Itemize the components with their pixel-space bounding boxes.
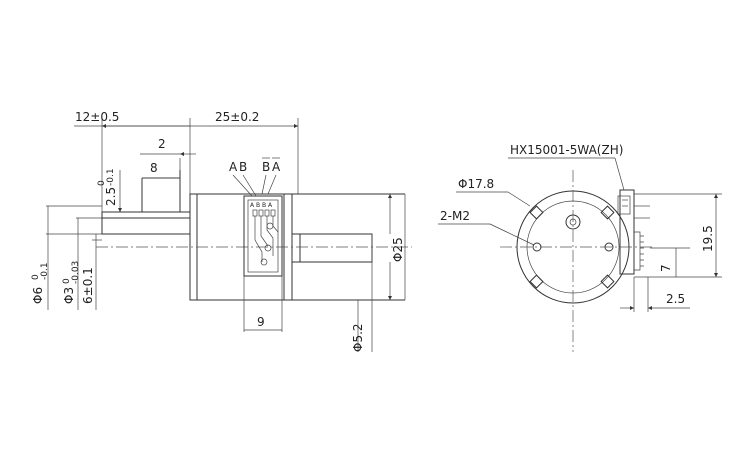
side-view: A B B A A B B A (31, 110, 412, 352)
pin-labels: A B B A (229, 157, 281, 197)
dim-body-diameter: Φ25 (391, 237, 405, 262)
connector-block (617, 189, 650, 275)
dimension-body-diameter: Φ25 (387, 194, 406, 300)
bolt-circle-callout: Φ17.8 (456, 177, 531, 207)
dim-flat-diameter-tol: 0-0.03 (62, 261, 81, 284)
corner-pads (529, 205, 615, 289)
dim-flat-width: 6±0.1 (81, 267, 95, 304)
dim-flat-diameter: Φ3 (62, 287, 76, 304)
dim-connector-width: 9 (257, 315, 265, 329)
dim-shaft-diameter: Φ6 (31, 287, 45, 304)
dimension-connector-width: 9 (243, 276, 283, 332)
dimension-flat-length: 8 (142, 161, 180, 179)
dim-flat-length: 8 (150, 161, 158, 175)
connector-model: HX15001-5WA(ZH) (510, 143, 623, 157)
pin-label-a: A (229, 160, 238, 174)
dim-mount-holes: 2-M2 (440, 209, 470, 223)
dim-flat-depth: 2 (158, 137, 166, 151)
dimension-flat-depth: 2 (140, 137, 196, 170)
dim-height: 19.5 (701, 225, 715, 252)
dimension-connector-depth: 2.5 (620, 277, 690, 312)
dim-boss-diameter: Φ5.2 (351, 323, 365, 352)
board-label: A B B A (250, 202, 273, 209)
dimension-top: 12±0.5 25±0.2 (74, 110, 299, 212)
dimension-left-stack: Φ6 0-0.1 Φ3 0-0.03 6±0.1 (31, 205, 102, 310)
dimension-height: 19.5 (634, 193, 722, 278)
dim-connector-offset: 7 (659, 264, 673, 272)
dim-flat-height: 2.5 (104, 187, 118, 206)
dimension-boss-diameter: Φ5.2 (351, 234, 373, 352)
dim-shaft-diameter-tol: 0-0.1 (31, 262, 50, 280)
pin-label-b: B (239, 160, 247, 174)
dim-body-length: 25±0.2 (215, 110, 259, 124)
connector-board: A B B A (243, 195, 283, 277)
dim-shaft-length: 12±0.5 (75, 110, 119, 124)
pin-label-b-bar: B (262, 160, 270, 174)
dimension-connector-offset: 7 (650, 247, 690, 277)
front-view: HX15001-5WA(ZH) Φ17.8 2-M2 19.5 (438, 143, 722, 352)
dim-bolt-circle: Φ17.8 (458, 177, 494, 191)
connector-model-callout: HX15001-5WA(ZH) (508, 143, 625, 191)
dimension-flat-height: 2.5 0-0.1 (97, 168, 123, 212)
pin-label-a-bar: A (272, 160, 281, 174)
dim-flat-height-tol: 0-0.1 (97, 168, 116, 186)
dim-connector-depth: 2.5 (666, 292, 685, 306)
rear-boss (291, 233, 373, 263)
mount-holes-callout: 2-M2 (438, 209, 535, 246)
